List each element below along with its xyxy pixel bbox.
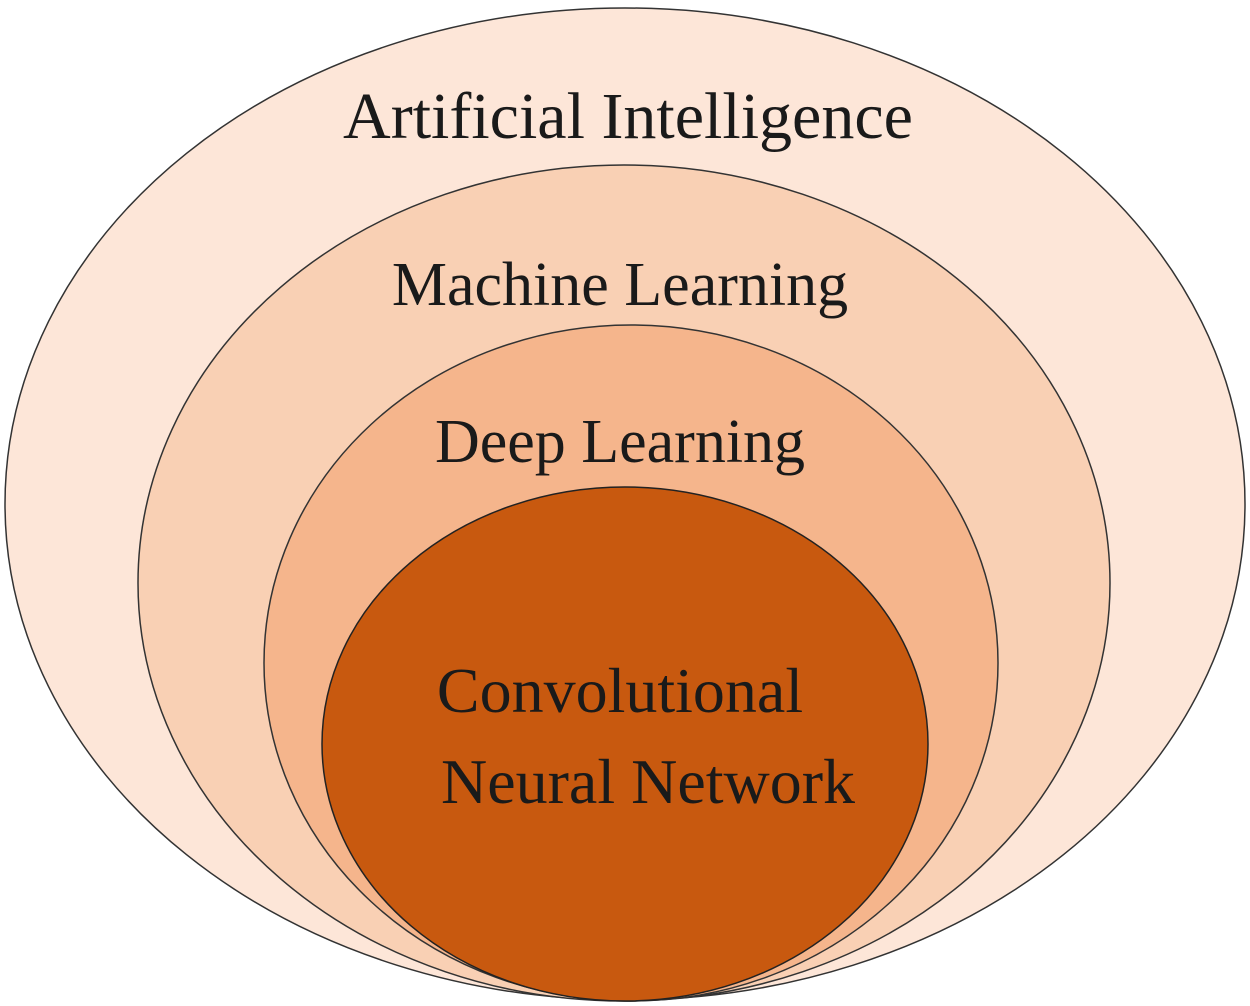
label-deep-learning: Deep Learning [435, 408, 805, 476]
ellipse-convolutional-neural-network [321, 486, 929, 1002]
label-convolutional: Convolutional [437, 655, 803, 726]
label-machine-learning: Machine Learning [392, 251, 848, 319]
label-neural-network: Neural Network [441, 746, 855, 817]
label-artificial-intelligence: Artificial Intelligence [343, 80, 913, 153]
